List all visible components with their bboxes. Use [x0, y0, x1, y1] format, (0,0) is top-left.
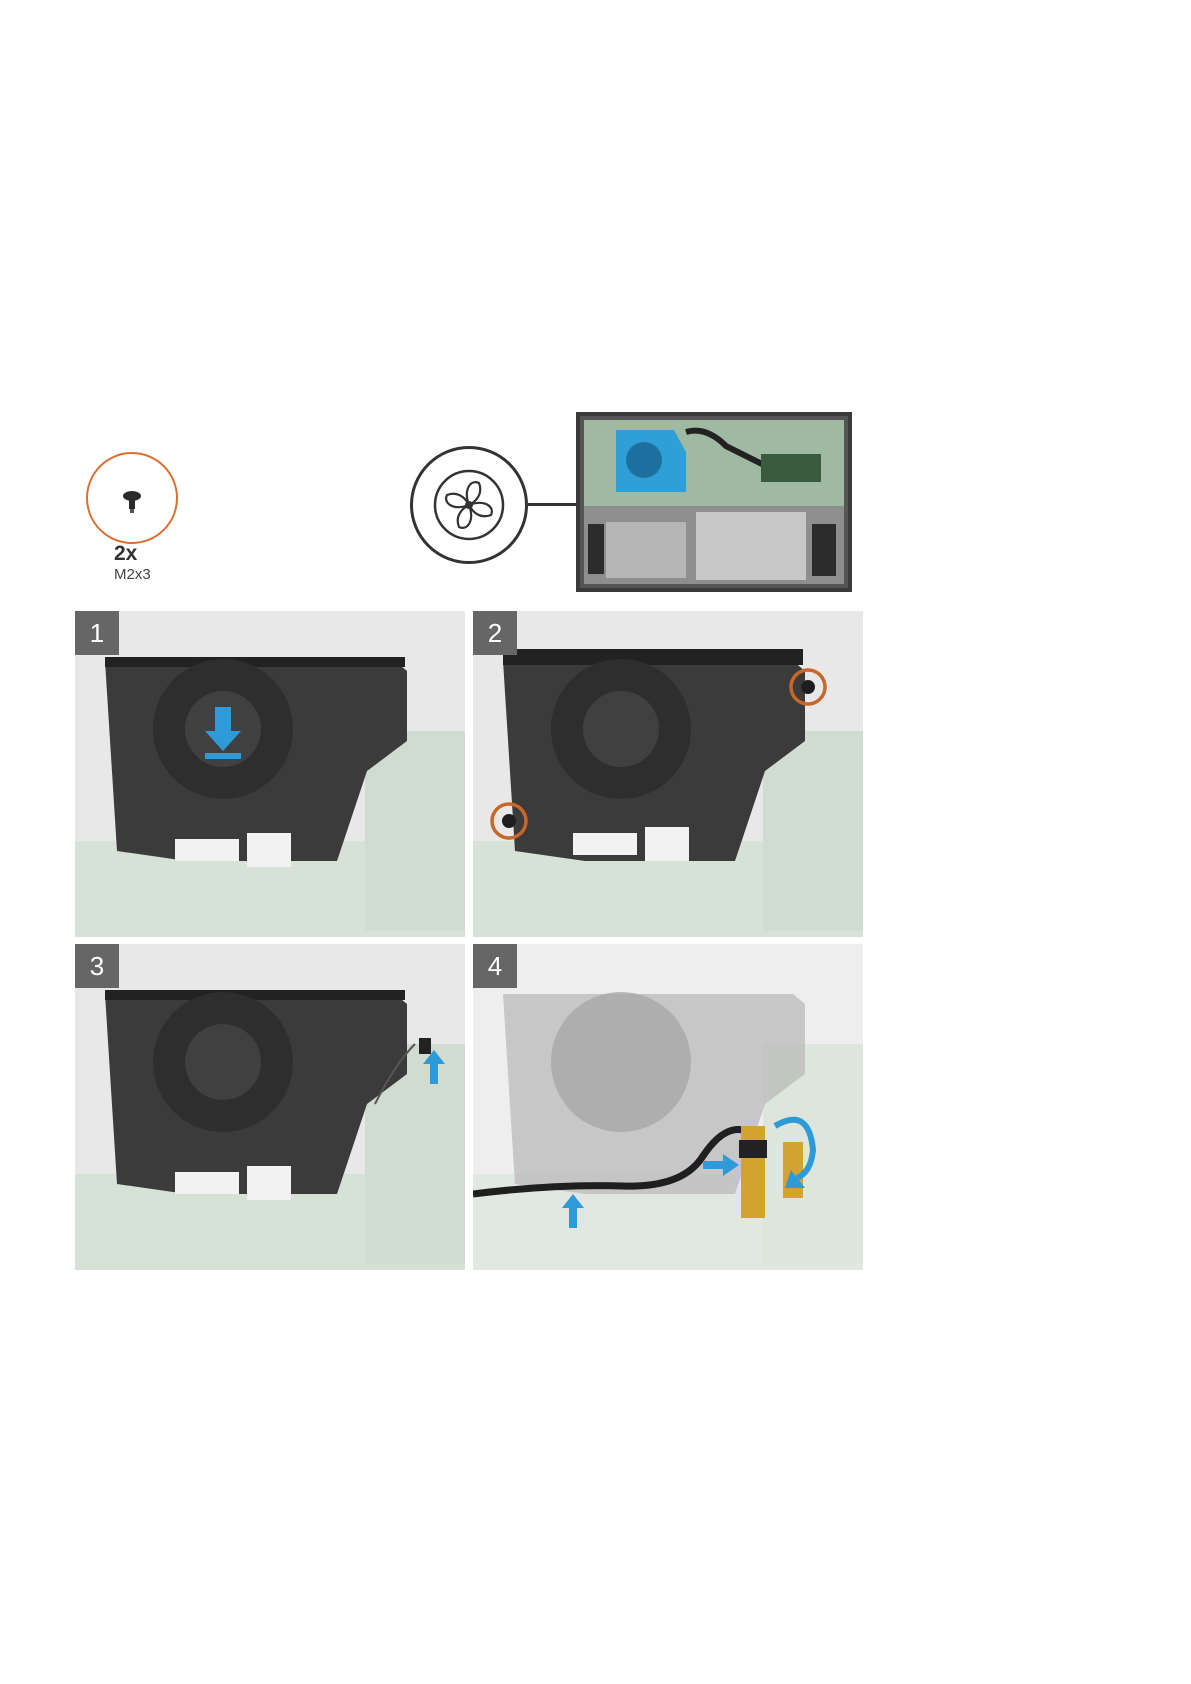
fan-icon — [413, 449, 525, 561]
laptop-overview-image — [576, 412, 852, 592]
step-4-panel: 4 — [473, 944, 863, 1270]
screw-count: 2x — [114, 542, 137, 566]
step-4-badge: 4 — [473, 944, 517, 988]
step-3-badge: 3 — [75, 944, 119, 988]
step-2-badge: 2 — [473, 611, 517, 655]
step-1-panel: 1 — [75, 611, 465, 937]
screw-callout — [86, 452, 178, 544]
fan-callout — [410, 446, 528, 564]
step-2-panel: 2 — [473, 611, 863, 937]
step-1-badge: 1 — [75, 611, 119, 655]
screw-size: M2x3 — [114, 566, 151, 583]
step-3-panel: 3 — [75, 944, 465, 1270]
screw-icon — [88, 454, 180, 546]
